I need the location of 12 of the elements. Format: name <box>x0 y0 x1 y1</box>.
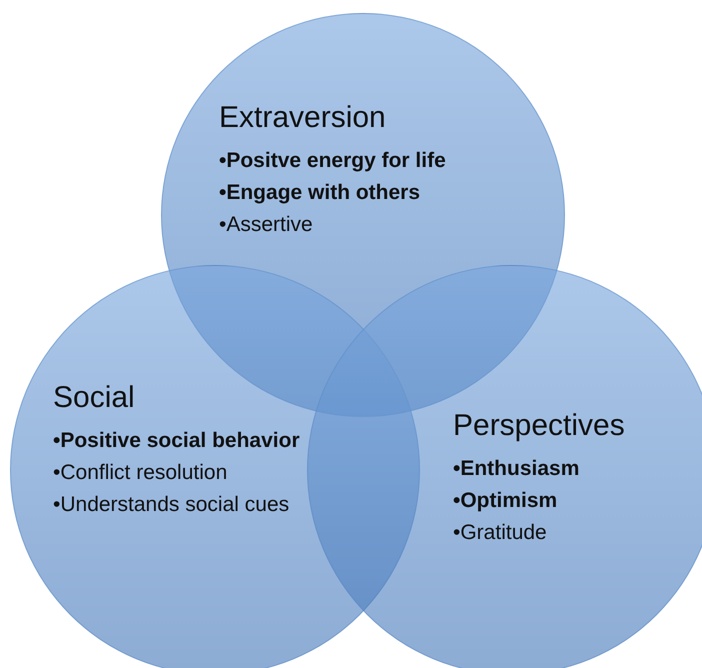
bullet-item: •Gratitude <box>453 520 547 546</box>
bullet-item: •Optimism <box>453 488 558 514</box>
bullet-item: •Enthusiasm <box>453 456 580 482</box>
bullet-item: •Conflict resolution <box>53 460 228 486</box>
bullet-item: •Engage with others <box>219 180 420 206</box>
circle-heading: Perspectives <box>453 409 625 443</box>
bullet-item: •Positve energy for life <box>219 148 446 174</box>
bullet-item: •Assertive <box>219 212 313 238</box>
circle-heading: Extraversion <box>219 101 386 135</box>
circle-heading: Social <box>53 381 135 415</box>
bullet-item: •Positive social behavior <box>53 428 300 454</box>
bullet-item: •Understands social cues <box>53 492 290 518</box>
